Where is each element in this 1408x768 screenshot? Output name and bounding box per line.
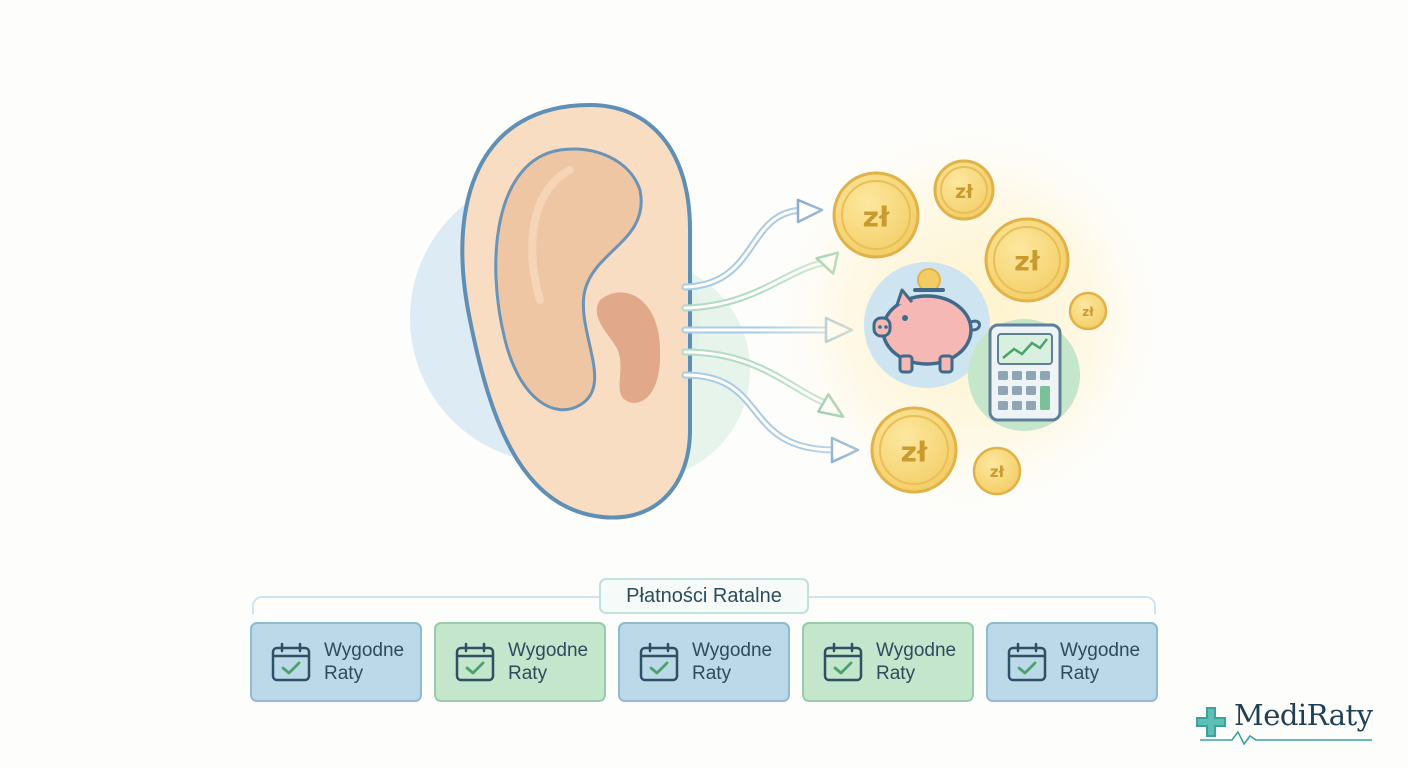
piggy-bank-icon	[864, 262, 990, 388]
card-label: Wygodne Raty	[692, 640, 773, 684]
coin-icon: zł	[984, 217, 1070, 303]
calendar-check-icon	[1007, 642, 1047, 682]
calendar-check-icon	[271, 642, 311, 682]
coin-label: zł	[863, 201, 890, 234]
installment-card[interactable]: Wygodne Raty	[618, 622, 790, 702]
coin-label: zł	[901, 436, 928, 469]
brand-name: MediRaty	[1234, 698, 1373, 732]
calendar-check-icon	[639, 642, 679, 682]
heartbeat-line-icon	[1200, 730, 1372, 746]
ear-icon	[410, 102, 750, 520]
card-label: Wygodne Raty	[876, 640, 957, 684]
coin-label: zł	[990, 463, 1005, 481]
coin-icon: zł	[832, 171, 920, 259]
installment-card[interactable]: Wygodne Raty	[434, 622, 606, 702]
calculator-icon	[968, 319, 1080, 431]
calendar-check-icon	[455, 642, 495, 682]
card-label: Wygodne Raty	[508, 640, 589, 684]
coin-label: zł	[1014, 247, 1041, 278]
installment-cards: Wygodne Raty Wygodne Raty Wygodne Raty	[250, 622, 1158, 702]
installment-card[interactable]: Wygodne Raty	[802, 622, 974, 702]
card-label: Wygodne Raty	[1060, 640, 1141, 684]
brand-logo[interactable]: MediRaty	[1192, 698, 1382, 746]
coin-icon: zł	[972, 446, 1022, 496]
coin-label: zł	[955, 181, 974, 203]
calendar-check-icon	[823, 642, 863, 682]
coin-label: zł	[1082, 305, 1094, 319]
coin-icon: zł	[933, 159, 995, 221]
coin-icon: zł	[1068, 291, 1108, 331]
installment-card[interactable]: Wygodne Raty	[986, 622, 1158, 702]
group-title: Płatności Ratalne	[599, 578, 809, 614]
coin-icon: zł	[870, 406, 958, 494]
medical-cross-icon	[1196, 707, 1226, 737]
card-label: Wygodne Raty	[324, 640, 405, 684]
installment-card[interactable]: Wygodne Raty	[250, 622, 422, 702]
